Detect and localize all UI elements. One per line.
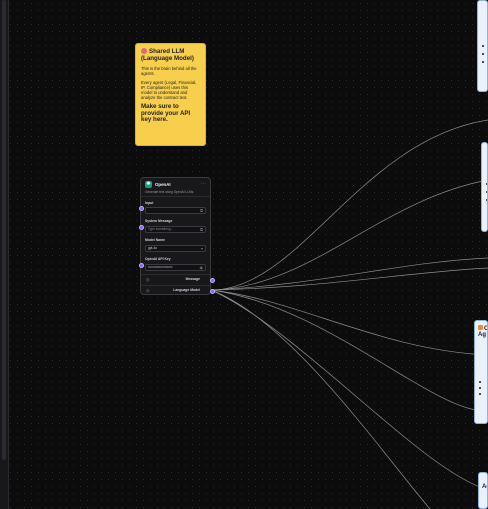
agent-card[interactable] [481, 142, 488, 232]
card-title: Ag [482, 484, 487, 490]
agent-card-compliance[interactable]: Co Ag [474, 320, 488, 424]
bullet [486, 183, 487, 185]
agent-card[interactable] [477, 0, 488, 92]
api-key-handle[interactable] [139, 263, 144, 268]
divider [141, 196, 210, 197]
message-output-handle[interactable] [210, 278, 215, 283]
chevron-down-icon: ▾ [200, 246, 203, 251]
more-icon[interactable]: ⋯ [201, 181, 206, 187]
divider [141, 285, 210, 286]
agent-card[interactable]: Ag [478, 472, 488, 509]
card-title: Co [478, 325, 487, 332]
node-description: Generate text using OpenAI LLMs. [145, 190, 195, 194]
bullet [486, 191, 487, 193]
edge [210, 289, 488, 491]
model-name-select[interactable]: gpt-4o▾ [145, 245, 206, 252]
edge [210, 179, 488, 291]
system-message-field[interactable]: Type something...⧉ [145, 226, 206, 233]
edge [210, 289, 488, 356]
agent-icon [478, 325, 483, 330]
model-name-label: Model Name [145, 238, 165, 242]
output-language-model[interactable]: ◎ Language Model [146, 288, 200, 293]
eye-icon[interactable]: ◎ [146, 288, 150, 293]
system-message-handle[interactable] [139, 225, 144, 230]
input-handle[interactable] [139, 206, 144, 211]
input-field[interactable]: ⧉ [145, 207, 206, 214]
note-paragraph: Every agent (Legal, Financial, IP, Compl… [141, 80, 197, 100]
canvas-left-rail [0, 0, 9, 509]
note-call-to-action: Make sure to provide your API key here. [141, 103, 191, 124]
brain-icon [141, 48, 147, 54]
bullet [482, 45, 484, 47]
api-key-label: OpenAI API Key [145, 257, 171, 261]
node-header: ✺ OpenAI ⋯ [144, 181, 207, 189]
eye-icon[interactable]: ◎ [146, 277, 150, 282]
input-label: Input [145, 201, 154, 205]
scrollbar-thumb[interactable] [2, 0, 6, 460]
bullet [479, 381, 481, 383]
card-title: Ag [478, 332, 486, 338]
eye-icon[interactable]: ◉ [199, 265, 204, 270]
sticky-note-shared-llm[interactable]: Shared LLM (Language Model) This is the … [135, 43, 206, 146]
openai-node[interactable]: ✺ OpenAI ⋯ Generate text using OpenAI LL… [139, 177, 215, 295]
bullet [479, 387, 481, 389]
output-message[interactable]: ◎ Message [146, 277, 200, 282]
bullet [486, 199, 487, 201]
edge [210, 119, 488, 291]
expand-icon[interactable]: ⧉ [200, 227, 203, 232]
api-key-field[interactable]: ••••••••••••••••••••••◉ [145, 264, 206, 271]
divider [141, 274, 210, 275]
language-model-output-handle[interactable] [210, 289, 215, 294]
bullet [479, 393, 481, 395]
expand-icon[interactable]: ⧉ [200, 208, 203, 213]
edge [210, 289, 477, 411]
bullet [482, 53, 484, 55]
edge [210, 289, 431, 509]
openai-logo-icon: ✺ [145, 181, 152, 188]
note-paragraph: This is the brain behind all the agents. [141, 66, 197, 76]
note-title: Shared LLM (Language Model) [141, 48, 194, 62]
node-title: OpenAI [155, 182, 171, 187]
system-message-label: System Message [145, 219, 173, 223]
bullet [482, 61, 484, 63]
edge [210, 257, 488, 291]
edge [210, 267, 488, 291]
